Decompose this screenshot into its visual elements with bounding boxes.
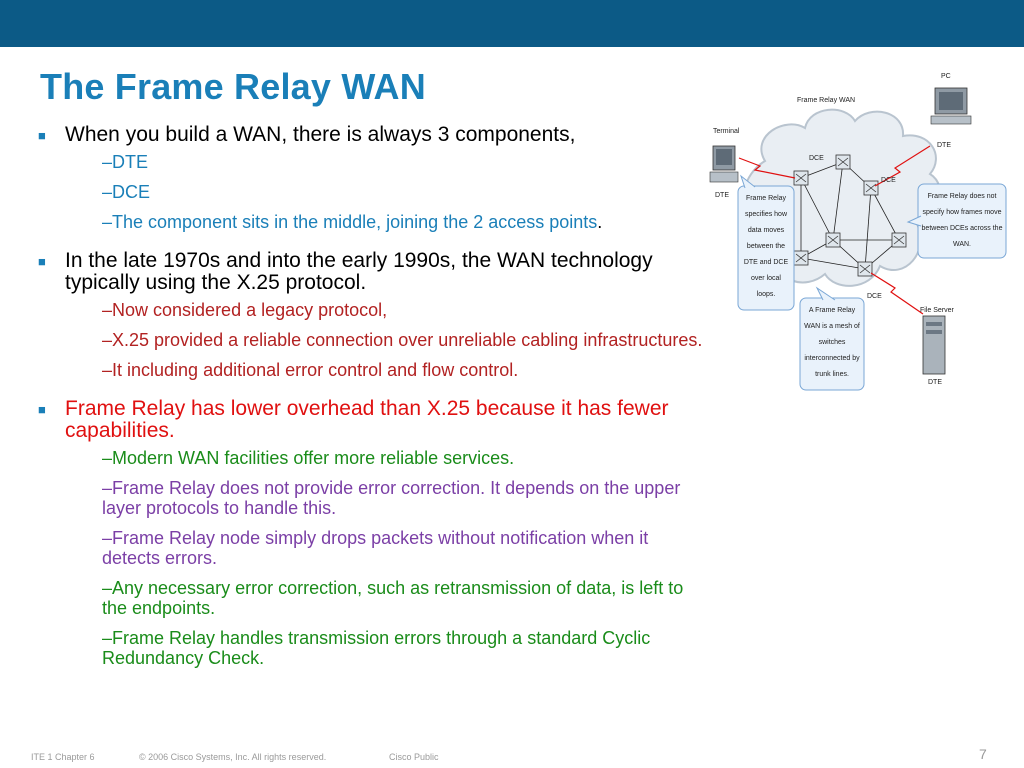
sub-bullet-item: –It including additional error control a…	[38, 360, 706, 380]
sub-bullet-item: –Modern WAN facilities offer more reliab…	[38, 448, 706, 468]
bullet-text: When you build a WAN, there is always 3 …	[65, 123, 576, 146]
server-dte-label: DTE	[928, 379, 942, 386]
file-server-icon	[922, 315, 946, 375]
sub-bullet-text: –Now considered a legacy protocol,	[102, 300, 388, 320]
footer-chapter: ITE 1 Chapter 6	[31, 752, 95, 762]
callout-line: Frame Relay	[746, 195, 787, 202]
callout-line: data moves	[748, 227, 785, 234]
switch-icon	[793, 170, 809, 186]
sub-bullet-item: –DTE	[38, 152, 706, 172]
dce-label-top-left: DCE	[809, 155, 824, 162]
terminal-icon	[709, 145, 739, 183]
callout-line: between the	[747, 243, 785, 250]
pc-dte-label: DTE	[937, 142, 951, 149]
frame-relay-diagram: Frame Relay WAN PC DTE	[709, 73, 1007, 391]
sub-bullet-item: –Any necessary error correction, such as…	[38, 578, 706, 618]
callout-line: specify how frames move	[923, 209, 1002, 216]
switch-icon	[863, 180, 879, 196]
sub-bullet-item: –Frame Relay does not provide error corr…	[38, 478, 706, 518]
callout-line: over local	[751, 275, 781, 282]
dce-label-bottom: DCE	[867, 293, 882, 300]
sub-bullet-item: –Now considered a legacy protocol,	[38, 300, 706, 320]
sub-bullet-text: –Frame Relay node simply drops packets w…	[102, 528, 649, 568]
slide-title: The Frame Relay WAN	[40, 66, 426, 107]
sub-bullet-item: –The component sits in the middle, joini…	[38, 212, 706, 232]
callout-line: interconnected by	[804, 355, 860, 362]
callout-line: between DCEs across the	[922, 225, 1003, 232]
callout-left: Frame Relay specifies how data moves betwee…	[737, 174, 795, 311]
bullet-text: Frame Relay has lower overhead than X.25…	[65, 397, 669, 442]
switch-icon	[891, 232, 907, 248]
sub-bullet-text: –X.25 provided a reliable connection ove…	[102, 330, 703, 350]
callout-line: switches	[819, 339, 846, 346]
cloud-label: Frame Relay WAN	[797, 97, 855, 104]
callout-line: Frame Relay does not	[928, 193, 997, 200]
top-banner	[0, 0, 1024, 47]
switch-icon	[793, 250, 809, 266]
footer-copyright: © 2006 Cisco Systems, Inc. All rights re…	[139, 752, 327, 762]
switch-icon	[825, 232, 841, 248]
page-number: 7	[979, 746, 987, 762]
bullet-item: ■ Frame Relay has lower overhead than X.2…	[38, 398, 706, 442]
callout-line: DTE and DCE	[744, 259, 789, 266]
terminal-label: Terminal	[713, 128, 740, 135]
callout-left-text: Frame Relay specifies how data moves betwee…	[744, 195, 789, 298]
bullet-marker: ■	[38, 128, 46, 143]
local-loop-links	[738, 145, 931, 315]
bullet-item: ■ When you build a WAN, there is always 3…	[38, 124, 706, 146]
bullet-marker: ■	[38, 402, 46, 417]
bullet-text: In the late 1970s and into the early 199…	[65, 249, 653, 294]
sub-bullet-text: –DCE	[102, 182, 151, 202]
callout-line: A Frame Relay	[809, 307, 856, 314]
callout-right-text: Frame Relay does not specify how frames m…	[922, 193, 1003, 248]
bullet-item: ■ In the late 1970s and into the early 19…	[38, 250, 706, 294]
sub-bullet-text: –It including additional error control a…	[102, 360, 519, 380]
pc-icon	[930, 87, 972, 125]
callout-line: WAN is a mesh of	[804, 323, 860, 330]
callout-line: loops.	[757, 291, 776, 298]
sub-bullet-text: –The component sits in the middle, joini…	[102, 212, 598, 232]
sub-bullet-text: .	[597, 212, 603, 232]
frame-relay-switches	[793, 154, 907, 277]
pc-label: PC	[941, 73, 951, 80]
sub-bullet-item: –X.25 provided a reliable connection ove…	[38, 330, 706, 350]
callout-line: specifies how	[745, 211, 788, 218]
footer-classification: Cisco Public	[389, 752, 439, 762]
sub-bullet-text: –Modern WAN facilities offer more reliab…	[102, 448, 515, 468]
slide-body: ■ When you build a WAN, there is always 3…	[38, 124, 706, 678]
sub-bullet-item: –Frame Relay node simply drops packets w…	[38, 528, 706, 568]
callout-line: trunk lines.	[815, 371, 849, 378]
sub-bullet-text: –DTE	[102, 152, 149, 172]
terminal-dte-label: DTE	[715, 192, 729, 199]
file-server-label: File Server	[920, 307, 955, 314]
sub-bullet-text: –Frame Relay handles transmission errors…	[102, 628, 651, 668]
sub-bullet-item: –DCE	[38, 182, 706, 202]
bullet-marker: ■	[38, 254, 46, 269]
sub-bullet-item: –Frame Relay handles transmission errors…	[38, 628, 706, 668]
callout-line: WAN.	[953, 241, 971, 248]
switch-icon	[835, 154, 851, 170]
dce-label-top-right: DCE	[881, 177, 896, 184]
switch-icon	[857, 261, 873, 277]
sub-bullet-text: –Frame Relay does not provide error corr…	[102, 478, 681, 518]
sub-bullet-text: –Any necessary error correction, such as…	[102, 578, 684, 618]
callout-right: Frame Relay does not specify how frames m…	[906, 183, 1007, 259]
